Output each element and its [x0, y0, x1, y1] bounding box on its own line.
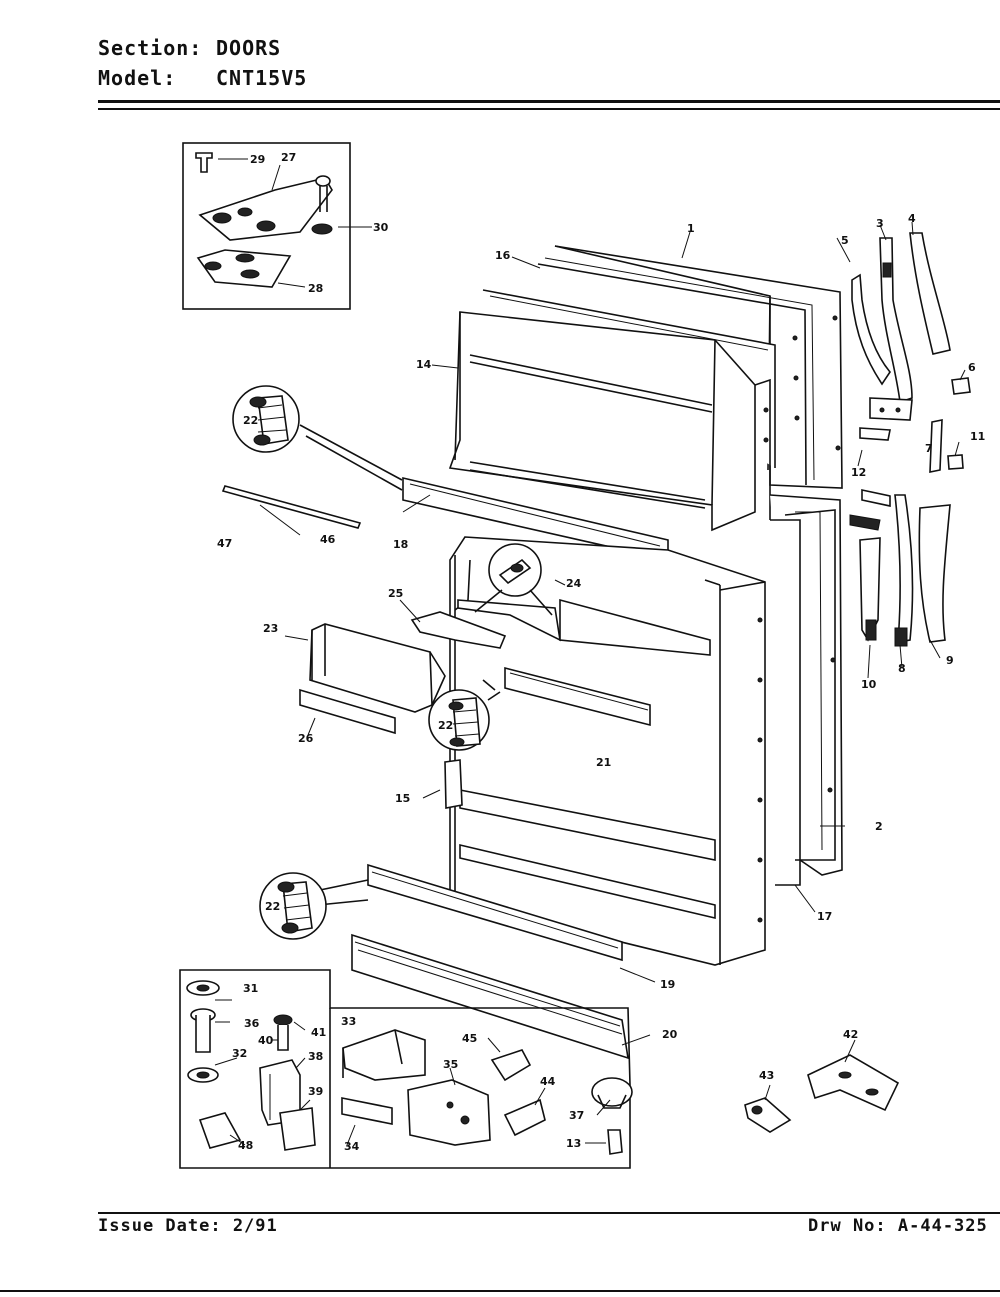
callout-26: 26 [298, 732, 314, 745]
callout-8: 8 [898, 662, 906, 675]
fresh-food-door [444, 494, 843, 966]
leader-lines [214, 221, 966, 1146]
header-rule-top [98, 100, 1000, 103]
callout-22-top: 22 [243, 414, 258, 427]
hinge-parts-right [849, 232, 971, 647]
callout-5: 5 [841, 234, 849, 247]
callout-39: 39 [308, 1085, 323, 1098]
trim-strip-46 [221, 485, 362, 529]
callout-17: 17 [817, 910, 832, 923]
callout-1: 1 [687, 222, 695, 235]
page-bottom-rule [0, 1290, 1000, 1292]
callout-43: 43 [759, 1069, 774, 1082]
callout-20: 20 [662, 1028, 678, 1041]
callout-47: 47 [217, 537, 232, 550]
loose-parts-42-43 [744, 1054, 900, 1133]
callout-25: 25 [388, 587, 403, 600]
callout-33: 33 [341, 1015, 356, 1028]
callout-31: 31 [243, 982, 258, 995]
callout-16: 16 [495, 249, 511, 262]
callout-32: 32 [232, 1047, 247, 1060]
callout-13: 13 [566, 1137, 581, 1150]
callout-19: 19 [660, 978, 675, 991]
bottom-hinge-inset [179, 969, 633, 1169]
callout-22-bottom: 22 [265, 900, 280, 913]
bottom-trim-bars [351, 863, 629, 1060]
detail-circle-22-mid [428, 679, 501, 751]
callout-9: 9 [946, 654, 954, 667]
callout-38: 38 [308, 1050, 323, 1063]
callout-3: 3 [876, 217, 884, 230]
callout-37: 37 [569, 1109, 584, 1122]
drawing-number: Drw No: A-44-325 [808, 1216, 988, 1236]
callout-46: 46 [320, 533, 336, 546]
callout-30: 30 [373, 221, 389, 234]
header-rule-bottom [98, 108, 1000, 110]
callout-48: 48 [238, 1139, 253, 1152]
callout-42: 42 [843, 1028, 858, 1041]
callout-6: 6 [968, 361, 976, 374]
callout-34: 34 [344, 1140, 360, 1153]
callout-2: 2 [875, 820, 883, 833]
section-value: DOORS [216, 36, 282, 60]
hinge-inset [182, 142, 372, 310]
issue-date: Issue Date: 2/91 [98, 1216, 278, 1236]
dairy-door-parts [299, 611, 507, 735]
callout-35: 35 [443, 1058, 458, 1071]
callout-27: 27 [281, 151, 296, 164]
model-value: CNT15V5 [216, 66, 308, 90]
callout-22-mid: 22 [438, 719, 453, 732]
model-line: Model: CNT15V5 [98, 66, 307, 90]
callout-23: 23 [263, 622, 278, 635]
callout-15: 15 [395, 792, 410, 805]
section-line: Section: DOORS [98, 36, 281, 60]
callout-18: 18 [393, 538, 408, 551]
detail-circle-22-bottom [259, 872, 369, 940]
section-label: Section: [98, 36, 203, 60]
callout-44: 44 [540, 1075, 556, 1088]
callout-28: 28 [308, 282, 323, 295]
callout-14: 14 [416, 358, 432, 371]
callout-24: 24 [566, 577, 582, 590]
callout-11: 11 [970, 430, 985, 443]
callout-40: 40 [258, 1034, 274, 1047]
detail-circle-24 [474, 543, 553, 616]
callout-45: 45 [462, 1032, 477, 1045]
model-label: Model: [98, 66, 177, 90]
callout-36: 36 [244, 1017, 260, 1030]
callout-4: 4 [908, 212, 916, 225]
detail-circle-22-top [232, 385, 403, 491]
freezer-door [402, 245, 843, 562]
callout-12: 12 [851, 466, 866, 479]
callout-labels: 1 2 3 4 5 6 7 8 9 10 11 12 13 14 15 16 1… [217, 151, 985, 1153]
footer-rule [98, 1212, 1000, 1214]
callout-29: 29 [250, 153, 265, 166]
callout-41: 41 [311, 1026, 326, 1039]
callout-7: 7 [925, 442, 933, 455]
callout-10: 10 [861, 678, 877, 691]
callout-21: 21 [596, 756, 611, 769]
